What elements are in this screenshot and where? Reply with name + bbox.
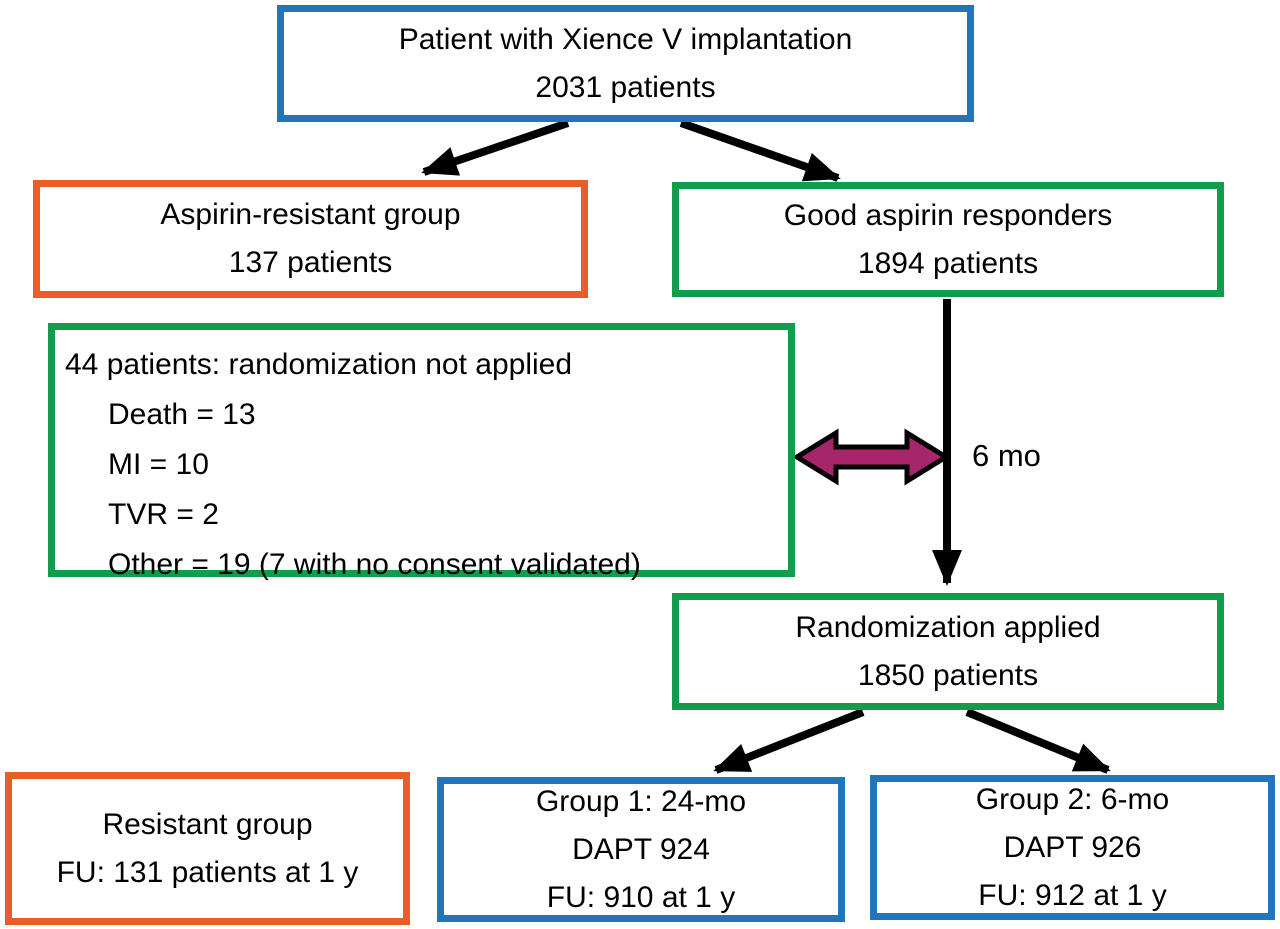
box-line: Patient with Xience V implantation — [398, 22, 853, 56]
box-line: Good aspirin responders — [783, 198, 1113, 232]
exclusion-item: MI = 10 — [108, 448, 209, 481]
box-good-aspirin-responders: Good aspirin responders 1894 patients — [672, 182, 1224, 297]
box-line: FU: 912 at 1 y — [978, 878, 1167, 912]
arrow-top-to-aspirin-resistant — [421, 119, 570, 176]
box-line: 1850 patients — [857, 658, 1039, 692]
box-line: DAPT 924 — [572, 832, 710, 866]
arrow-randomization-to-group2 — [965, 708, 1111, 774]
box-resistant-group-followup: Resistant group FU: 131 patients at 1 y — [5, 772, 410, 925]
box-group2-6mo-dapt: Group 2: 6-mo DAPT 926 FU: 912 at 1 y — [870, 775, 1275, 920]
box-line: Resistant group — [102, 807, 313, 841]
box-line: FU: 910 at 1 y — [546, 880, 736, 914]
box-line: 2031 patients — [535, 70, 716, 104]
box-line: Group 1: 24-mo — [535, 784, 747, 818]
exclusion-item: Other = 19 (7 with no consent validated) — [108, 548, 641, 581]
box-line: 1894 patients — [857, 246, 1039, 280]
box-line: Group 2: 6-mo — [975, 782, 1170, 816]
arrow-randomization-to-group1 — [713, 708, 865, 774]
exclusion-item: TVR = 2 — [108, 498, 219, 531]
timepoint-label: 6 mo — [972, 438, 1041, 473]
box-group1-24mo-dapt: Group 1: 24-mo DAPT 924 FU: 910 at 1 y — [437, 777, 845, 922]
box-randomization-not-applied: 44 patients: randomization not applied D… — [48, 323, 795, 581]
box-aspirin-resistant-group: Aspirin-resistant group 137 patients — [33, 180, 588, 298]
box-randomization-applied: Randomization applied 1850 patients — [672, 593, 1224, 710]
box-line: Randomization applied — [795, 610, 1101, 644]
box-patient-total: Patient with Xience V implantation 2031 … — [277, 5, 974, 122]
exclusion-item: Death = 13 — [108, 398, 256, 431]
box-line: 137 patients — [228, 246, 393, 279]
box-line: Aspirin-resistant group — [160, 198, 461, 231]
box-line: DAPT 926 — [1003, 830, 1142, 864]
exclusions-title: 44 patients: randomization not applied — [65, 348, 573, 381]
arrow-top-to-good-responders — [679, 119, 841, 182]
double-arrow-exclusion-link — [792, 428, 951, 486]
box-line: FU: 131 patients at 1 y — [56, 855, 359, 889]
